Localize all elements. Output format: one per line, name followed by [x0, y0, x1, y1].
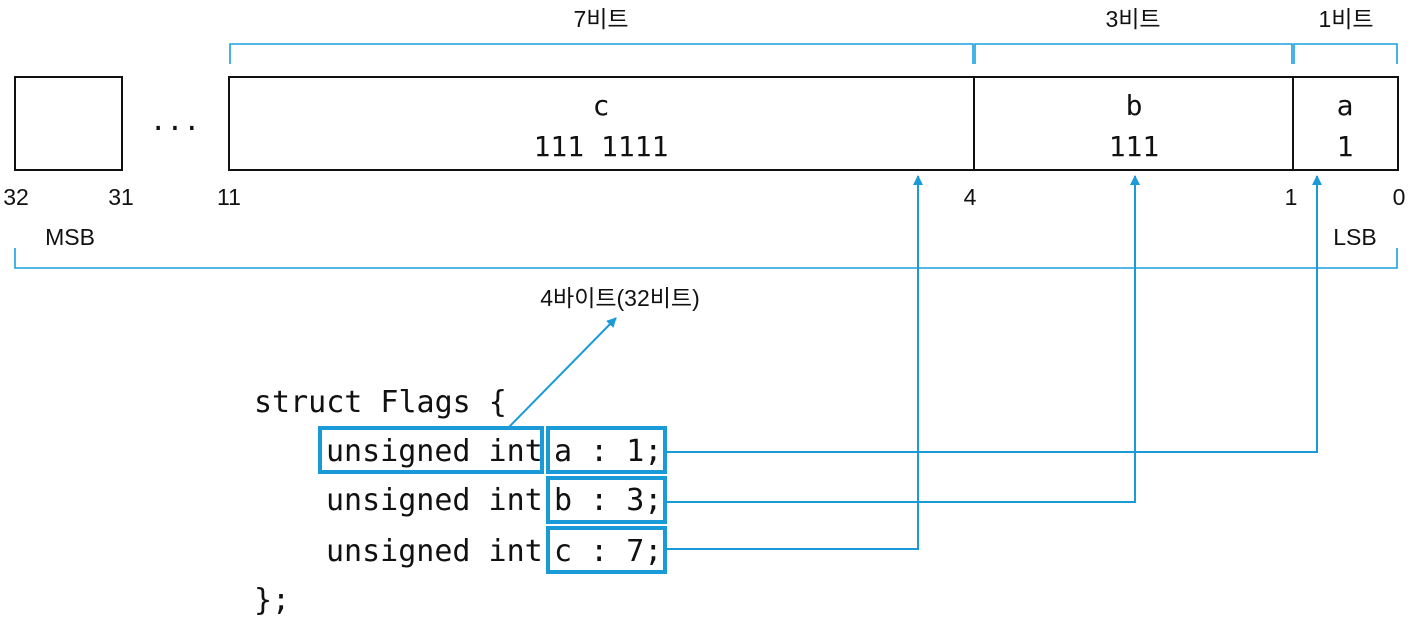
arrow-c-to-bits: [665, 175, 923, 550]
code-decl-b: b : 3;: [554, 483, 662, 518]
field-b-name: b: [1126, 89, 1143, 122]
bit-1: 1: [1285, 184, 1298, 210]
label-c-bits: 7비트: [573, 6, 628, 32]
type-highlight-box: [318, 426, 544, 474]
arrow-type-to-size: [507, 317, 617, 429]
code-struct-close: };: [254, 583, 290, 618]
brace-a: [1293, 43, 1398, 64]
arrow-a-to-bit: [665, 175, 1322, 453]
brace-total: [14, 248, 1398, 269]
ellipsis: ...: [150, 104, 201, 137]
bit-32: 32: [3, 184, 29, 210]
bit-0: 0: [1393, 184, 1406, 210]
bit-4: 4: [964, 184, 977, 210]
bitfield-row: [228, 76, 1399, 171]
msb-cell: [14, 76, 123, 171]
field-c-value: 111 1111: [534, 130, 669, 163]
field-b-value: 111: [1109, 130, 1160, 163]
brace-b: [974, 43, 1293, 64]
arrow-b-to-bits: [665, 175, 1140, 503]
decl-b-box: [546, 476, 667, 524]
label-b-bits: 3비트: [1105, 6, 1160, 32]
lsb-label: LSB: [1333, 224, 1376, 250]
field-a-value: 1: [1337, 130, 1354, 163]
bit-31: 31: [108, 184, 134, 210]
code-decl-a: a : 1;: [554, 434, 662, 469]
field-a-name: a: [1337, 89, 1354, 122]
decl-a-box: [546, 426, 667, 474]
code-struct-open: struct Flags {: [254, 385, 507, 420]
label-a-bits: 1비트: [1318, 6, 1373, 32]
total-size-label: 4바이트(32비트): [540, 285, 700, 311]
msb-label: MSB: [45, 224, 95, 250]
brace-c: [229, 43, 974, 64]
code-type-b: unsigned int: [326, 483, 543, 518]
code-type-a: unsigned int: [326, 434, 543, 469]
top-braces: [229, 43, 1398, 64]
code-decl-c: c : 7;: [554, 534, 662, 569]
code-type-c: unsigned int: [326, 534, 543, 569]
bit-11: 11: [217, 184, 241, 210]
field-c-name: c: [593, 89, 610, 122]
